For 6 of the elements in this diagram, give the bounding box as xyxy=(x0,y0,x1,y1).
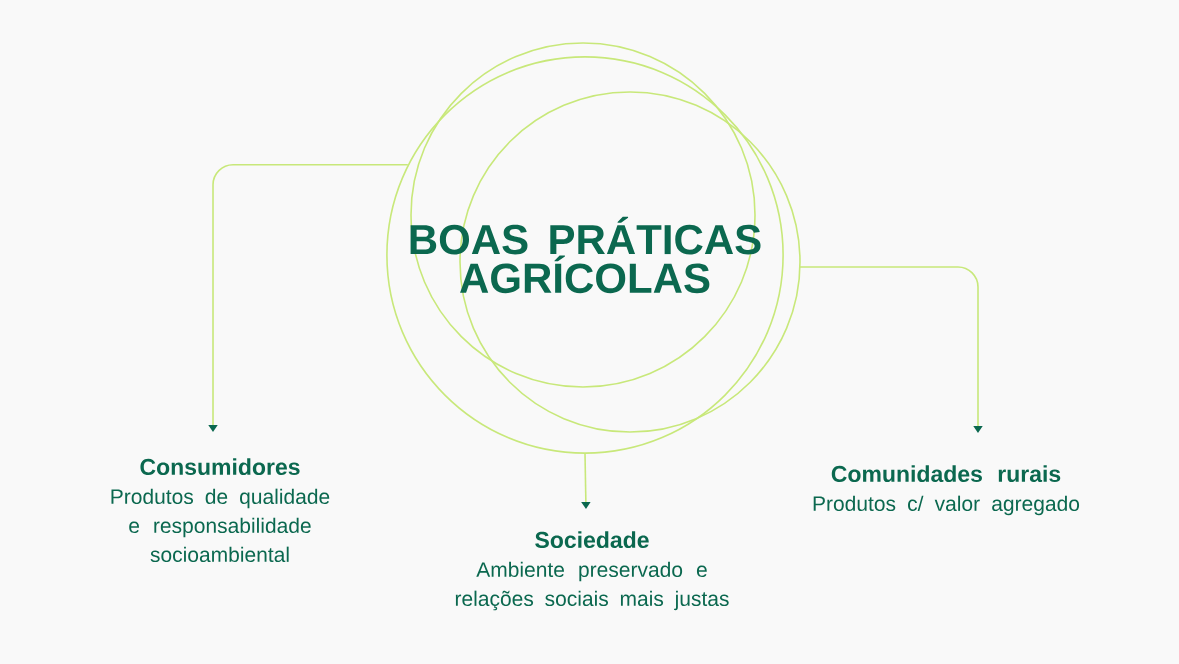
outcome-text: Comunidades rurais Produtos c/ valor agregado xyxy=(813,465,1080,516)
circle-title: BOAS PRÁTICAS AGRÍCOLAS xyxy=(386,56,784,454)
arrow xyxy=(581,453,591,509)
arrow xyxy=(799,266,983,433)
outcome-text: Consumidores Produtos de qualidade e responsabilidade socioambiental xyxy=(111,458,330,563)
outcome-text: Sociedade Ambiente preservado e relações sociais mais justas xyxy=(455,531,729,611)
